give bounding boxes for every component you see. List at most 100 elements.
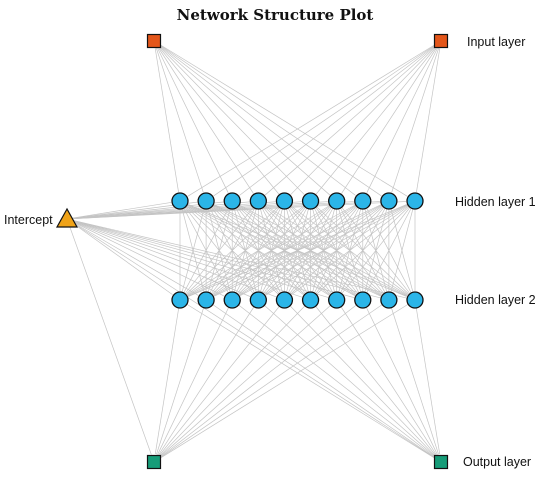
hidden1-node xyxy=(171,192,189,210)
edge-hidden1-hidden2 xyxy=(341,200,416,294)
edge-input-hidden1 xyxy=(264,40,442,196)
edge-hidden2-output xyxy=(362,299,438,455)
hidden2-node xyxy=(301,291,320,309)
edge-hidden1-hidden2 xyxy=(336,200,385,293)
edge-hidden1-hidden2 xyxy=(231,200,306,294)
edge-hidden1-hidden2 xyxy=(310,200,409,295)
edge-hidden1-hidden2 xyxy=(231,200,257,292)
edge-input-hidden1 xyxy=(153,40,331,196)
diagram-title: Network Structure Plot xyxy=(177,6,374,24)
edge-input-hidden1 xyxy=(366,40,442,194)
edge-hidden1-hidden2 xyxy=(213,200,390,297)
edge-hidden1-hidden2 xyxy=(260,200,285,292)
edge-hidden1-hidden2 xyxy=(336,200,410,294)
edge-input-hidden1 xyxy=(153,40,356,196)
edge-hidden1-hidden2 xyxy=(179,200,304,295)
hidden1-node xyxy=(328,192,346,210)
edge-hidden1-hidden2 xyxy=(236,200,285,293)
edge-hidden1-hidden2 xyxy=(179,200,279,295)
edge-hidden1-hidden2 xyxy=(214,200,416,297)
edge-hidden1-hidden2 xyxy=(186,200,311,295)
edge-hidden1-hidden2 xyxy=(310,200,384,294)
edge-hidden1-hidden2 xyxy=(291,200,416,295)
output-node xyxy=(146,454,162,470)
edge-hidden1-hidden2 xyxy=(212,200,311,295)
edge-hidden2-output xyxy=(160,299,416,459)
hidden1-node xyxy=(223,192,241,210)
edge-hidden1-hidden2 xyxy=(187,200,390,297)
edge-intercept-hidden2 xyxy=(66,218,329,298)
edge-hidden1-hidden2 xyxy=(238,200,337,295)
hidden2-node xyxy=(380,291,398,309)
edge-hidden1-hidden2 xyxy=(310,200,335,292)
edge-hidden1-hidden2 xyxy=(290,200,390,295)
hidden2-node xyxy=(223,291,241,309)
intercept-label: Intercept xyxy=(4,213,53,227)
hidden-layer-1-label: Hidden layer 1 xyxy=(455,195,536,209)
edge-hidden1-hidden2 xyxy=(264,200,364,295)
edge-hidden2-output xyxy=(336,299,437,456)
edge-intercept-hidden2 xyxy=(66,218,199,296)
edge-hidden1-hidden2 xyxy=(232,200,356,295)
edge-hidden1-hidden2 xyxy=(258,200,382,295)
edge-hidden1-hidden2 xyxy=(213,200,363,296)
edge-hidden1-hidden2 xyxy=(284,200,383,295)
hidden1-node xyxy=(197,192,215,210)
edge-hidden1-hidden2 xyxy=(257,200,283,292)
edge-hidden1-hidden2 xyxy=(315,200,390,294)
edge-hidden1-hidden2 xyxy=(183,200,233,293)
edge-hidden1-hidden2 xyxy=(179,200,254,294)
hidden1-node xyxy=(406,192,424,210)
edge-hidden1-hidden2 xyxy=(364,200,390,292)
edge-input-hidden1 xyxy=(239,40,442,196)
edge-hidden1-hidden2 xyxy=(262,200,311,293)
edge-hidden1-hidden2 xyxy=(286,200,311,292)
edge-hidden1-hidden2 xyxy=(258,200,357,295)
edge-hidden2-output xyxy=(205,299,435,458)
edge-input-hidden1 xyxy=(153,40,305,195)
edge-hidden1-hidden2 xyxy=(310,200,359,293)
edge-intercept-hidden2 xyxy=(66,218,407,299)
output-layer-label: Output layer xyxy=(463,455,531,469)
edge-hidden2-output xyxy=(232,299,435,458)
edge-hidden1-hidden2 xyxy=(231,200,281,293)
edge-hidden2-output xyxy=(414,299,441,455)
edge-hidden2-output xyxy=(160,299,363,458)
edge-hidden1-hidden2 xyxy=(312,200,338,292)
edge-hidden1-hidden2 xyxy=(366,200,416,293)
edge-hidden1-hidden2 xyxy=(239,200,390,296)
input-node xyxy=(146,33,162,49)
edge-hidden2-output xyxy=(156,299,207,455)
hidden1-node xyxy=(301,192,320,210)
edge-hidden1-hidden2 xyxy=(210,200,259,293)
edge-hidden1-hidden2 xyxy=(316,200,416,295)
edge-hidden1-hidden2 xyxy=(284,200,358,294)
hidden-layer-2-label: Hidden layer 2 xyxy=(455,293,536,307)
edge-hidden2-output xyxy=(310,299,437,456)
edge-input-hidden1 xyxy=(341,40,442,194)
edge-hidden2-output xyxy=(158,299,259,456)
edge-hidden1-hidden2 xyxy=(314,200,364,293)
edge-hidden2-output xyxy=(388,299,439,455)
edge-intercept-hidden2 xyxy=(66,218,355,298)
edge-hidden1-hidden2 xyxy=(263,200,337,294)
edge-input-hidden1 xyxy=(153,40,204,193)
edge-hidden1-hidden2 xyxy=(179,200,330,296)
edge-hidden1-hidden2 xyxy=(284,200,333,293)
edge-hidden2-output xyxy=(158,299,285,456)
edge-intercept-hidden2 xyxy=(66,218,251,297)
edge-hidden1-hidden2 xyxy=(362,200,387,292)
edge-hidden1-hidden2 xyxy=(232,200,382,296)
edge-hidden1-hidden2 xyxy=(388,200,414,292)
edge-hidden1-hidden2 xyxy=(205,200,330,295)
edge-hidden1-hidden2 xyxy=(205,200,305,295)
edge-hidden1-hidden2 xyxy=(205,200,255,293)
intercept-node xyxy=(55,207,79,228)
edge-intercept-hidden2 xyxy=(66,218,173,296)
edge-hidden1-hidden2 xyxy=(258,200,408,296)
output-node xyxy=(433,454,449,470)
edge-input-hidden1 xyxy=(416,40,442,193)
edge-hidden1-hidden2 xyxy=(187,200,363,297)
input-layer-label: Input layer xyxy=(467,35,525,49)
